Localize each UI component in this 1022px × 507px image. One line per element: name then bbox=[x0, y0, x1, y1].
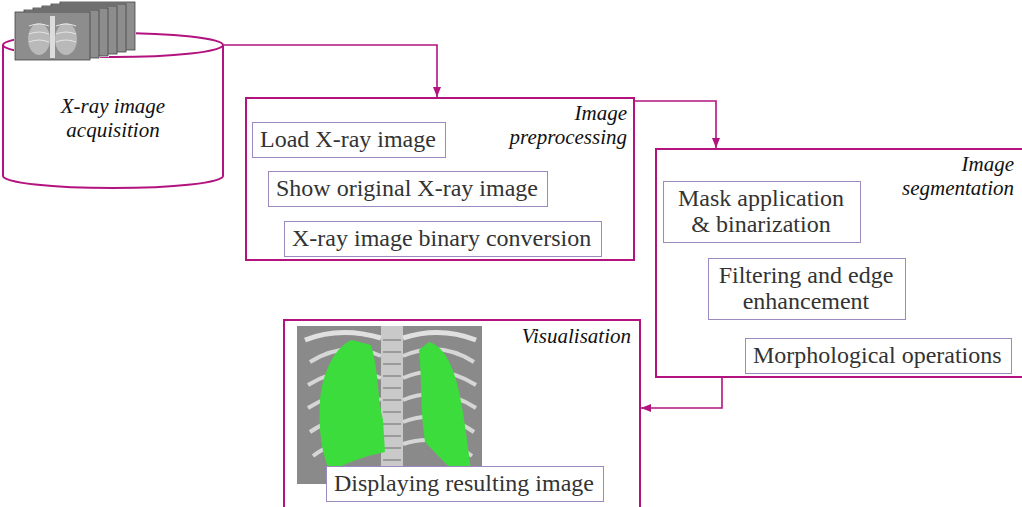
node-label: X-ray image acquisition bbox=[48, 94, 178, 142]
step-label: Displaying resulting image bbox=[334, 470, 594, 496]
clavicles bbox=[305, 332, 476, 340]
stage-heading: Image preprocessing bbox=[497, 101, 627, 149]
lung-shadow bbox=[28, 23, 50, 55]
stage-heading: Visualisation bbox=[522, 324, 631, 348]
segmented-chest-xray bbox=[297, 326, 482, 484]
step-label: Load X-ray image bbox=[260, 126, 436, 152]
stage-box: Image preprocessingLoad X-ray imageShow … bbox=[245, 97, 635, 261]
process-box: X-ray image binary conversion bbox=[284, 221, 602, 257]
flow-arrow bbox=[635, 101, 716, 148]
process-box: Load X-ray image bbox=[252, 122, 446, 158]
stage-heading: Image segmentation bbox=[884, 152, 1014, 200]
xray-stack bbox=[15, 2, 135, 60]
step-label: X-ray image binary conversion bbox=[292, 225, 591, 251]
segmented-lung bbox=[319, 340, 385, 472]
process-box: Filtering and edge enhancement bbox=[708, 258, 906, 320]
process-box: Morphological operations bbox=[745, 338, 1012, 374]
stage-heading: Visualisation bbox=[522, 324, 631, 348]
cylinder-outline bbox=[3, 33, 223, 188]
step-label: Morphological operations bbox=[753, 342, 1002, 368]
segmented-lung bbox=[419, 342, 472, 478]
database-cylinder: X-ray image acquisition bbox=[2, 30, 224, 190]
flow-arrow bbox=[641, 378, 722, 408]
process-box: Mask application & binarization bbox=[663, 181, 861, 243]
cylinder-top bbox=[3, 33, 223, 57]
stage-heading: Image segmentation bbox=[884, 152, 1014, 200]
spine bbox=[50, 16, 55, 58]
lung-shadow bbox=[55, 23, 77, 55]
vertebrae bbox=[383, 340, 401, 472]
process-box: Show original X-ray image bbox=[268, 171, 548, 207]
step-label: Filtering and edge enhancement bbox=[716, 262, 896, 315]
flow-arrow bbox=[224, 45, 437, 97]
xray-film bbox=[297, 326, 482, 484]
stage-heading: Image preprocessing bbox=[497, 101, 627, 149]
step-label: Show original X-ray image bbox=[276, 175, 538, 201]
step-label: Mask application & binarization bbox=[671, 185, 851, 238]
stage-box: VisualisationDisplaying resulting image bbox=[283, 319, 641, 507]
cylinder-body bbox=[3, 45, 223, 188]
spine bbox=[381, 326, 403, 484]
stage-box: Image segmentationMask application & bin… bbox=[655, 148, 1022, 378]
process-box: Displaying resulting image bbox=[326, 466, 604, 502]
